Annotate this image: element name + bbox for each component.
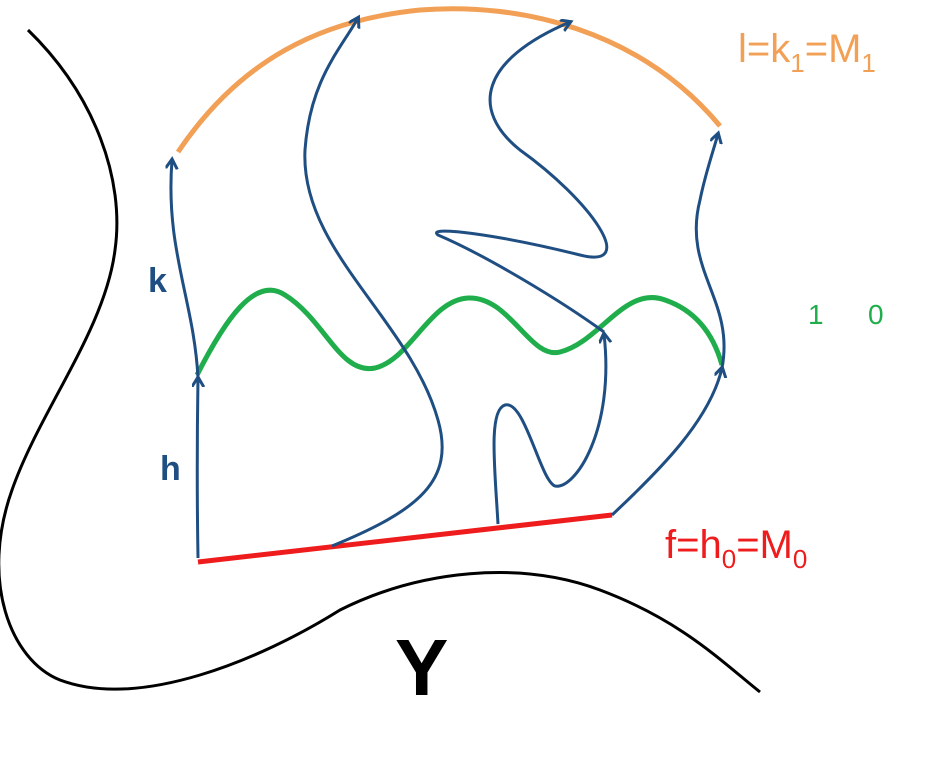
- space-boundary-curve: [0, 28, 761, 694]
- label-bottom-mid: =M: [736, 523, 793, 567]
- label-middle-1: 1: [808, 299, 824, 330]
- label-middle-0: 0: [868, 299, 884, 330]
- label-top: l=k1=M1: [738, 27, 876, 78]
- path-5: [610, 368, 722, 517]
- label-h: h: [160, 450, 181, 488]
- path-k: [171, 160, 200, 379]
- base-segment-f: [197, 512, 613, 565]
- path-6: [694, 134, 726, 369]
- label-top-prefix: l=k: [738, 27, 791, 71]
- label-k: k: [148, 262, 167, 300]
- label-bottom-sub1: 0: [722, 544, 736, 574]
- label-bottom-sub2: 0: [793, 544, 807, 574]
- path-2: [303, 18, 444, 548]
- label-top-sub1: 1: [790, 48, 804, 78]
- label-space-Y: Y: [395, 623, 448, 712]
- path-h: [197, 378, 198, 559]
- label-bottom: f=h0=M0: [665, 523, 807, 574]
- top-curve-l: [175, 6, 722, 154]
- label-top-sub2: 1: [861, 48, 875, 78]
- label-bottom-prefix: f=h: [665, 523, 722, 567]
- path-3: [492, 334, 606, 525]
- path-4: [435, 22, 609, 334]
- label-top-mid: =M: [805, 27, 862, 71]
- middle-curve: [194, 287, 725, 377]
